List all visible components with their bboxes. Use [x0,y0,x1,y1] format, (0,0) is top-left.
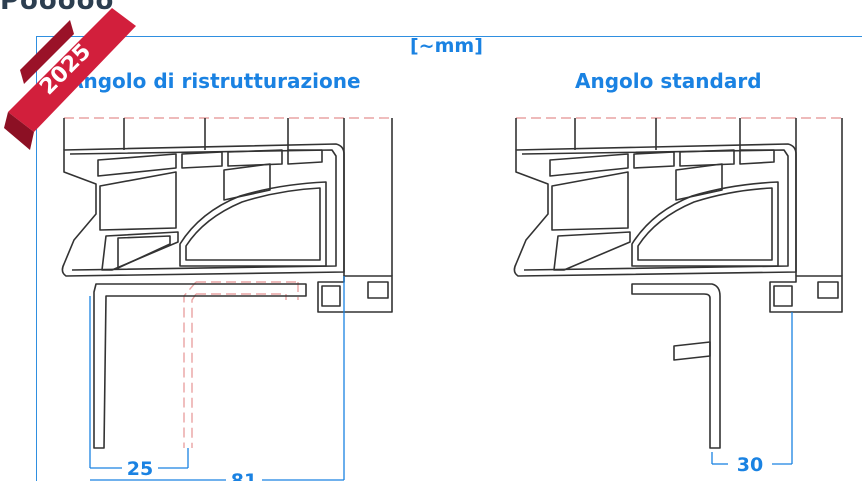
standard-profile-drawing [513,117,843,449]
frame-top-line [36,36,862,37]
title-renovation-corner: Angolo di ristrutturazione [68,69,361,93]
title-standard-corner: Angolo standard [575,69,762,93]
dimension-label-25: 25 [127,458,153,480]
standard-angle [631,283,721,449]
hidden-frame-lines [64,117,392,448]
renovation-profile-drawing [61,117,393,449]
dimension-lines-left [89,276,345,481]
sash-outline [61,143,345,277]
frame-verticals [515,118,843,276]
dimension-lines-right [711,312,793,465]
sash-outline [513,143,797,277]
unit-label: [~mm] [410,35,483,57]
cropped-top-text: Pooooo [0,0,115,16]
frame-left-line [36,36,37,481]
renovation-angle [93,283,307,449]
dimension-label-30: 30 [737,454,763,476]
dimension-label-81: 81 [231,470,257,481]
year-ribbon-badge: 2025 [4,8,136,150]
